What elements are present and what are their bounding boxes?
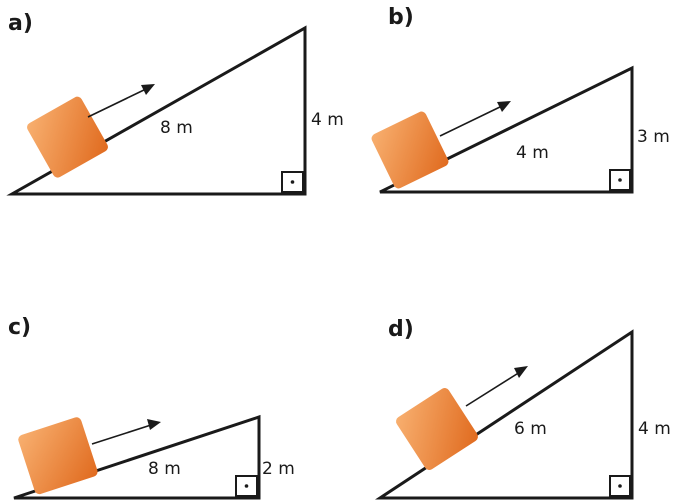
arrowhead-d bbox=[514, 366, 528, 378]
block-d bbox=[396, 388, 478, 470]
right-angle-marker-c bbox=[235, 475, 258, 497]
height-label-b: 3 m bbox=[637, 127, 670, 147]
panel-label-a: a) bbox=[8, 11, 33, 36]
hypotenuse-label-d: 6 m bbox=[514, 419, 547, 439]
incline-triangle-a bbox=[6, 25, 307, 196]
incline-triangle-c bbox=[13, 414, 261, 500]
force-arrow-d bbox=[465, 371, 521, 407]
right-angle-dot-b bbox=[618, 178, 622, 182]
incline-triangle-b bbox=[379, 65, 634, 194]
panel-c: c) 8 m 2 m bbox=[8, 315, 295, 500]
block-a bbox=[27, 96, 108, 178]
hypotenuse-label-c: 8 m bbox=[148, 459, 181, 479]
panel-b: b) 4 m 3 m bbox=[371, 5, 670, 194]
right-angle-marker-a bbox=[281, 171, 304, 193]
height-label-c: 2 m bbox=[262, 459, 295, 479]
arrowhead-b bbox=[497, 101, 511, 112]
right-angle-dot-d bbox=[618, 484, 622, 488]
hypotenuse-label-b: 4 m bbox=[516, 143, 549, 163]
block-c bbox=[18, 417, 98, 495]
incline-triangle-d bbox=[374, 329, 634, 500]
arrowhead-c bbox=[147, 419, 161, 430]
force-arrow-b bbox=[439, 105, 503, 137]
hypotenuse-label-a: 8 m bbox=[160, 118, 193, 138]
panel-d: d) 6 m 4 m bbox=[374, 317, 671, 500]
panel-label-d: d) bbox=[388, 317, 414, 342]
panel-a: a) 8 m 4 m bbox=[6, 11, 344, 196]
panel-label-b: b) bbox=[388, 5, 414, 30]
height-label-d: 4 m bbox=[638, 419, 671, 439]
force-arrow-a bbox=[87, 88, 147, 118]
panel-label-c: c) bbox=[8, 315, 31, 340]
height-label-a: 4 m bbox=[311, 110, 344, 130]
arrowhead-a bbox=[141, 84, 155, 95]
right-angle-dot-a bbox=[290, 180, 295, 184]
block-b bbox=[371, 111, 449, 189]
right-angle-marker-d bbox=[609, 475, 631, 497]
force-arrow-c bbox=[91, 424, 152, 445]
right-angle-marker-b bbox=[609, 169, 631, 191]
right-angle-dot-c bbox=[244, 484, 249, 488]
